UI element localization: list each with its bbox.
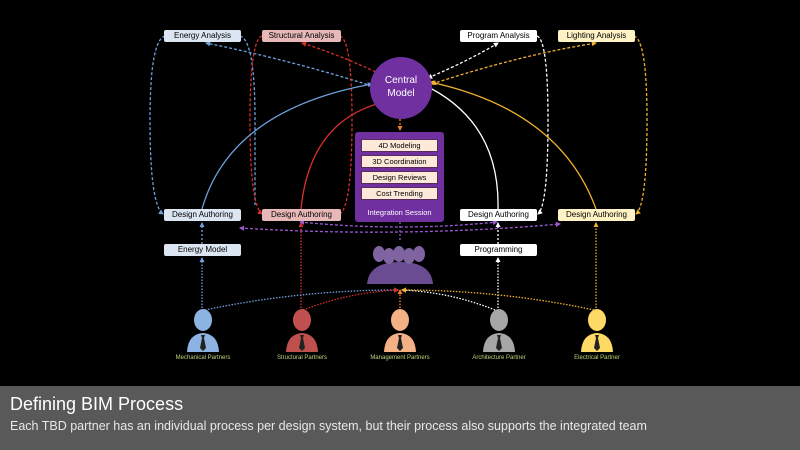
program-loop-right [536, 35, 549, 215]
team-member-head [373, 246, 385, 262]
management-partner-icon [384, 309, 416, 352]
electrical-authoring-to-center [428, 80, 597, 210]
integration-inner-line [298, 219, 499, 228]
integration-item-3d-coordination: 3D Coordination [361, 155, 438, 168]
integrated-team-icon [367, 246, 433, 284]
mechanical-to-team-line [204, 287, 400, 311]
central-model-node: Central Model [370, 57, 432, 119]
structural-partner-icon [286, 309, 318, 352]
lighting-analysis-box: Lighting Analysis [558, 30, 635, 42]
structural-to-team-line [302, 287, 400, 311]
mechanical-partners-label: Mechanical Partners [175, 355, 231, 361]
person-tie [200, 335, 206, 351]
central-model-label-line2: Model [387, 88, 415, 99]
bim-process-diagram: Central Model Energy Analysis Structural… [149, 30, 648, 361]
person-head [194, 309, 212, 331]
person-tie [299, 335, 305, 351]
person-head [588, 309, 606, 331]
mechanical-partner-icon [187, 309, 219, 352]
electrical-partner-label: Electrical Partner [574, 355, 620, 361]
integration-item-4d-modeling: 4D Modeling [361, 139, 438, 152]
center-to-lighting-analysis-line [431, 41, 598, 86]
energy-model-box: Energy Model [164, 244, 241, 256]
person-head [490, 309, 508, 331]
architecture-partner-label: Architecture Partner [472, 355, 526, 361]
connector-lines [149, 35, 648, 311]
team-member-head [383, 248, 395, 264]
structural-analysis-box: Structural Analysis [262, 30, 341, 42]
person-head [391, 309, 409, 331]
team-member-head [403, 248, 415, 264]
center-to-program-analysis-line [427, 42, 499, 79]
architecture-partner-icon [483, 309, 515, 352]
integration-session-box: 4D Modeling 3D Coordination Design Revie… [355, 132, 444, 222]
design-authoring-architecture-box: Design Authoring [460, 209, 537, 221]
team-member-head [413, 246, 425, 262]
integration-item-cost-trending: Cost Trending [361, 187, 438, 200]
electrical-to-team-line [400, 287, 595, 311]
programming-box: Programming [460, 244, 537, 256]
caption-bar: Defining BIM Process Each TBD partner ha… [0, 386, 800, 450]
design-authoring-electrical-box: Design Authoring [558, 209, 635, 221]
architecture-authoring-to-center [421, 83, 499, 210]
design-authoring-structural-box: Design Authoring [262, 209, 341, 221]
slide-title: Defining BIM Process [10, 394, 184, 414]
architecture-to-team-line [400, 287, 496, 311]
structural-authoring-to-center [300, 100, 386, 210]
person-tie [496, 335, 502, 351]
program-analysis-box: Program Analysis [460, 30, 537, 42]
person-head [293, 309, 311, 331]
center-to-energy-analysis-line [204, 41, 373, 87]
lighting-loop-right [633, 35, 648, 215]
electrical-partner-icon [581, 309, 613, 352]
person-tie [397, 335, 403, 351]
energy-analysis-box: Energy Analysis [164, 30, 241, 42]
central-model-label-line1: Central [384, 75, 418, 86]
integration-item-design-reviews: Design Reviews [361, 171, 438, 184]
management-partners-label: Management Partners [370, 355, 430, 361]
structural-loop-left [249, 35, 263, 215]
design-authoring-mechanical-box: Design Authoring [164, 209, 241, 221]
mechanical-authoring-to-center [201, 82, 374, 210]
center-to-structural-analysis-line [301, 41, 381, 75]
energy-loop-left [149, 35, 166, 215]
team-member-head [393, 246, 405, 262]
structural-loop-right [339, 35, 353, 215]
team-group-body [367, 262, 433, 284]
integration-session-label: Integration Session [367, 208, 432, 217]
slide-subtitle: Each TBD partner has an individual proce… [10, 419, 647, 433]
structural-partners-label: Structural Partners [276, 355, 328, 361]
person-tie [594, 335, 600, 351]
